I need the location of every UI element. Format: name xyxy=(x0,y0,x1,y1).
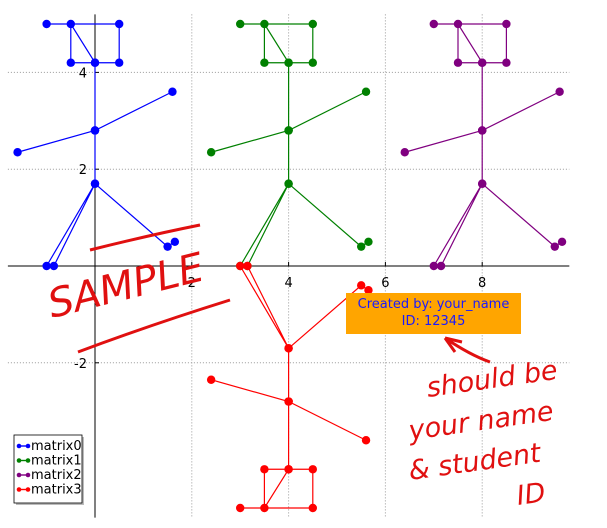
data-point-matrix1-1 xyxy=(308,19,317,29)
legend-marker-b-matrix3 xyxy=(25,487,31,492)
data-point-matrix2-8 xyxy=(400,148,409,157)
series-matrix1 xyxy=(206,19,373,271)
data-point-matrix1-2 xyxy=(308,58,317,67)
note-line-1: should be xyxy=(425,355,560,404)
data-point-matrix3-1 xyxy=(308,503,317,513)
data-point-matrix0-8 xyxy=(13,148,22,157)
series-matrix3 xyxy=(206,261,373,513)
data-point-matrix0-16 xyxy=(163,242,172,251)
data-point-matrix3-8 xyxy=(206,375,216,384)
data-point-matrix2-14 xyxy=(436,261,446,271)
series-matrix0 xyxy=(13,19,180,271)
legend-marker-b-matrix0 xyxy=(25,443,31,449)
x-tick-label-2: 2 xyxy=(188,276,196,291)
data-point-matrix1-11 xyxy=(284,126,293,135)
legend-label-matrix0: matrix0 xyxy=(31,439,82,454)
data-point-matrix2-4 xyxy=(453,58,463,67)
x-tick-label-8: 8 xyxy=(478,276,486,291)
data-point-matrix0-10 xyxy=(168,87,177,96)
data-point-matrix2-11 xyxy=(478,126,487,135)
sample-underline-top xyxy=(89,223,201,252)
data-point-matrix1-17 xyxy=(364,237,373,246)
data-point-matrix1-0 xyxy=(236,19,245,29)
legend-marker-a-matrix2 xyxy=(16,472,22,478)
data-point-matrix2-17 xyxy=(557,237,567,246)
tick-labels: 2 4 6 8 -2 2 4 xyxy=(74,66,486,371)
data-point-matrix1-8 xyxy=(206,148,216,157)
data-point-matrix2-13 xyxy=(429,261,438,271)
data-point-matrix3-13 xyxy=(236,261,245,271)
data-point-matrix3-11 xyxy=(284,397,293,406)
data-point-matrix1-6 xyxy=(284,58,293,67)
annotation-line-1: Created by: your_name xyxy=(357,297,510,312)
data-point-matrix0-1 xyxy=(115,19,124,29)
data-point-matrix1-4 xyxy=(260,58,269,67)
data-point-matrix3-16 xyxy=(357,281,366,290)
data-point-matrix3-5 xyxy=(260,503,269,513)
series-matrix2 xyxy=(400,19,567,271)
data-point-matrix0-4 xyxy=(66,58,76,67)
data-point-matrix1-10 xyxy=(361,87,371,96)
data-point-matrix3-17 xyxy=(364,286,373,295)
data-point-matrix1-5 xyxy=(260,19,269,29)
legend-marker-b-matrix1 xyxy=(25,458,31,463)
legend-marker-b-matrix2 xyxy=(25,472,31,478)
data-point-matrix3-4 xyxy=(260,465,269,474)
data-point-matrix2-0 xyxy=(429,19,438,29)
x-tick-label-4: 4 xyxy=(284,276,292,291)
legend-label-matrix3: matrix3 xyxy=(31,483,82,498)
data-point-matrix0-11 xyxy=(90,126,100,135)
y-tick-label-2: 2 xyxy=(79,163,87,178)
data-point-matrix2-5 xyxy=(453,19,463,29)
data-point-matrix0-17 xyxy=(170,237,180,246)
data-point-matrix2-6 xyxy=(478,58,487,67)
data-point-matrix0-0 xyxy=(42,19,51,29)
data-point-matrix0-14 xyxy=(49,261,59,271)
legend-marker-a-matrix3 xyxy=(16,487,22,492)
legend-label-matrix2: matrix2 xyxy=(31,468,82,483)
data-point-matrix0-5 xyxy=(66,19,76,29)
x-tick-label-6: 6 xyxy=(381,276,389,291)
data-point-matrix0-13 xyxy=(42,261,51,271)
data-point-matrix3-10 xyxy=(361,436,371,445)
series-layer xyxy=(13,19,567,513)
data-point-matrix3-6 xyxy=(284,465,293,474)
y-tick-label-4: 4 xyxy=(79,66,87,81)
y-tick-label--2: -2 xyxy=(74,357,87,372)
data-point-matrix2-15 xyxy=(478,179,487,188)
data-point-matrix2-2 xyxy=(502,58,511,67)
data-point-matrix3-2 xyxy=(308,465,317,474)
data-point-matrix0-2 xyxy=(115,58,124,67)
data-point-matrix1-15 xyxy=(284,179,293,188)
legend-label-matrix1: matrix1 xyxy=(31,454,82,469)
annotation-line-2: ID: 12345 xyxy=(401,314,466,329)
data-point-matrix0-15 xyxy=(90,179,100,188)
data-point-matrix2-10 xyxy=(555,87,564,96)
data-point-matrix2-16 xyxy=(550,242,559,251)
legend-marker-a-matrix0 xyxy=(16,443,22,449)
annotation-box: Created by: your_name ID: 12345 xyxy=(346,293,521,334)
data-point-matrix3-15 xyxy=(284,344,293,353)
data-point-matrix2-1 xyxy=(502,19,511,29)
data-point-matrix0-6 xyxy=(90,58,100,67)
data-point-matrix3-14 xyxy=(243,261,252,271)
legend-marker-a-matrix1 xyxy=(16,458,22,463)
sample-underline-bottom xyxy=(77,298,231,354)
grid-lines xyxy=(7,14,570,518)
data-point-matrix1-16 xyxy=(357,242,366,251)
note-arrow xyxy=(443,336,491,364)
note-line-4: ID xyxy=(515,477,548,512)
data-point-matrix3-0 xyxy=(236,503,245,513)
